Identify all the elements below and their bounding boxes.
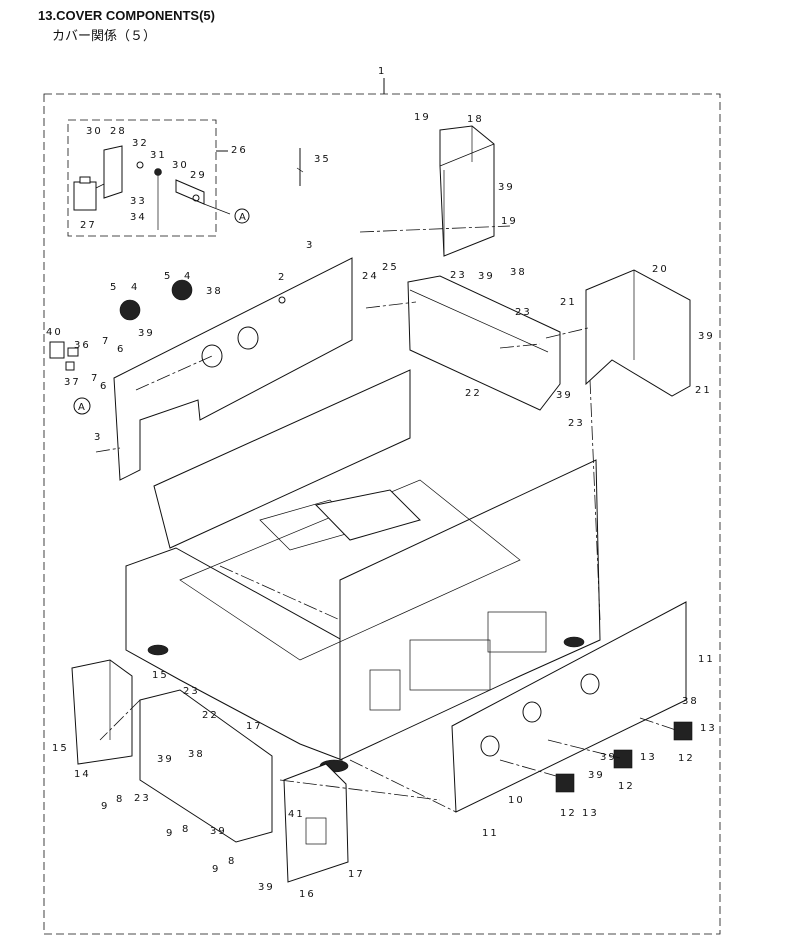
- callout-12-c: 12: [678, 753, 695, 764]
- channel-cover-18: [439, 125, 495, 257]
- shaft-part: [296, 148, 304, 186]
- callout-39-d: 39: [138, 328, 155, 339]
- callout-33: 33: [130, 196, 147, 207]
- callout-6-bottom: 6: [100, 381, 108, 392]
- lower-panel-10: [451, 601, 693, 813]
- callout-4-left: 4: [131, 282, 139, 293]
- callout-30-right: 30: [172, 160, 189, 171]
- callout-22-lower: 22: [202, 710, 219, 721]
- callout-10: 10: [508, 795, 525, 806]
- reference-a-left: A: [78, 402, 87, 413]
- callout-23-d: 23: [183, 686, 200, 697]
- callout-37: 37: [64, 377, 81, 388]
- callout-39-b: 39: [478, 271, 495, 282]
- callout-24: 24: [362, 271, 379, 282]
- callout-38-c: 38: [682, 696, 699, 707]
- side-panel-2: [113, 257, 353, 481]
- main-frame: [125, 369, 601, 773]
- reference-a-top: A: [239, 212, 248, 223]
- callout-34: 34: [130, 212, 147, 223]
- part-callouts: 1 2 3 3 4 4 5 5 6 6 7 7 8 8 8 9 9 9 10 1…: [46, 66, 717, 900]
- assembly-boundary: [43, 78, 721, 935]
- callout-30-left: 30: [86, 126, 103, 137]
- callout-35: 35: [314, 154, 331, 165]
- callout-39-a: 39: [498, 182, 515, 193]
- callout-20: 20: [652, 264, 669, 275]
- callout-21-bottom: 21: [695, 385, 712, 396]
- callout-28: 28: [110, 126, 127, 137]
- callout-13-a: 13: [582, 808, 599, 819]
- callout-5-right: 5: [164, 271, 172, 282]
- callout-9-a: 9: [101, 801, 109, 812]
- callout-16: 16: [299, 889, 316, 900]
- callout-39-e: 39: [556, 390, 573, 401]
- reference-marker-a-left: [73, 397, 91, 415]
- callout-17-bottom: 17: [348, 869, 365, 880]
- callout-8-b: 8: [182, 824, 190, 835]
- corner-cover-20: [585, 269, 691, 397]
- subassembly-26-boundary: [67, 119, 228, 237]
- callout-21-top: 21: [560, 297, 577, 308]
- end-cover-14: [71, 659, 133, 765]
- callout-39-i: 39: [258, 882, 275, 893]
- callout-6-top: 6: [117, 344, 125, 355]
- callout-36: 36: [74, 340, 91, 351]
- callout-23-e: 23: [134, 793, 151, 804]
- rail-panel-22-lower: [139, 689, 273, 843]
- callout-23-c: 23: [568, 418, 585, 429]
- callout-19-top: 19: [414, 112, 431, 123]
- sensor-bracket-part: [73, 145, 250, 230]
- callout-25: 25: [382, 262, 399, 273]
- callout-38-d: 38: [188, 749, 205, 760]
- callout-15-top: 15: [152, 670, 169, 681]
- callout-3-top: 3: [306, 240, 314, 251]
- callout-23-a: 23: [450, 270, 467, 281]
- callout-1: 1: [378, 66, 386, 77]
- label-plates: [49, 341, 79, 371]
- callout-19-right: 19: [501, 216, 518, 227]
- callout-13-b: 13: [640, 752, 657, 763]
- callout-39-f: 39: [157, 754, 174, 765]
- callout-8-a: 8: [116, 794, 124, 805]
- callout-8-c: 8: [228, 856, 236, 867]
- page-subtitle: カバー関係（５）: [52, 29, 157, 44]
- callout-39-j: 39: [600, 752, 617, 763]
- callout-39-h: 39: [210, 826, 227, 837]
- small-cover-16: [283, 763, 349, 883]
- callout-7-top: 7: [102, 336, 110, 347]
- callout-29: 29: [190, 170, 207, 181]
- callout-5-left: 5: [110, 282, 118, 293]
- callout-39-g: 39: [588, 770, 605, 781]
- callout-7-bottom: 7: [91, 373, 99, 384]
- callout-31: 31: [150, 150, 167, 161]
- callout-12-b: 12: [618, 781, 635, 792]
- callout-17-top: 17: [246, 721, 263, 732]
- callout-32: 32: [132, 138, 149, 149]
- callout-3-left: 3: [94, 432, 102, 443]
- callout-38-a: 38: [206, 286, 223, 297]
- callout-26: 26: [231, 145, 248, 156]
- callout-9-b: 9: [166, 828, 174, 839]
- callout-40: 40: [46, 327, 63, 338]
- callout-11-right: 11: [698, 654, 715, 665]
- callout-39-c: 39: [698, 331, 715, 342]
- callout-18: 18: [467, 114, 484, 125]
- callout-38-b: 38: [510, 267, 527, 278]
- callout-9-c: 9: [212, 864, 220, 875]
- callout-13-c: 13: [700, 723, 717, 734]
- leader-lines: [95, 225, 677, 813]
- callout-2: 2: [278, 272, 286, 283]
- callout-41: 41: [288, 809, 305, 820]
- callout-14: 14: [74, 769, 91, 780]
- callout-23-b: 23: [515, 307, 532, 318]
- rail-panel-22-upper: [407, 275, 561, 411]
- callout-12-a: 12: [560, 808, 577, 819]
- callout-11-bottom: 11: [482, 828, 499, 839]
- page-title: 13.COVER COMPONENTS(5): [38, 8, 215, 23]
- callout-22-upper: 22: [465, 388, 482, 399]
- callout-4-right: 4: [184, 271, 192, 282]
- callout-27: 27: [80, 220, 97, 231]
- callout-15-left: 15: [52, 743, 69, 754]
